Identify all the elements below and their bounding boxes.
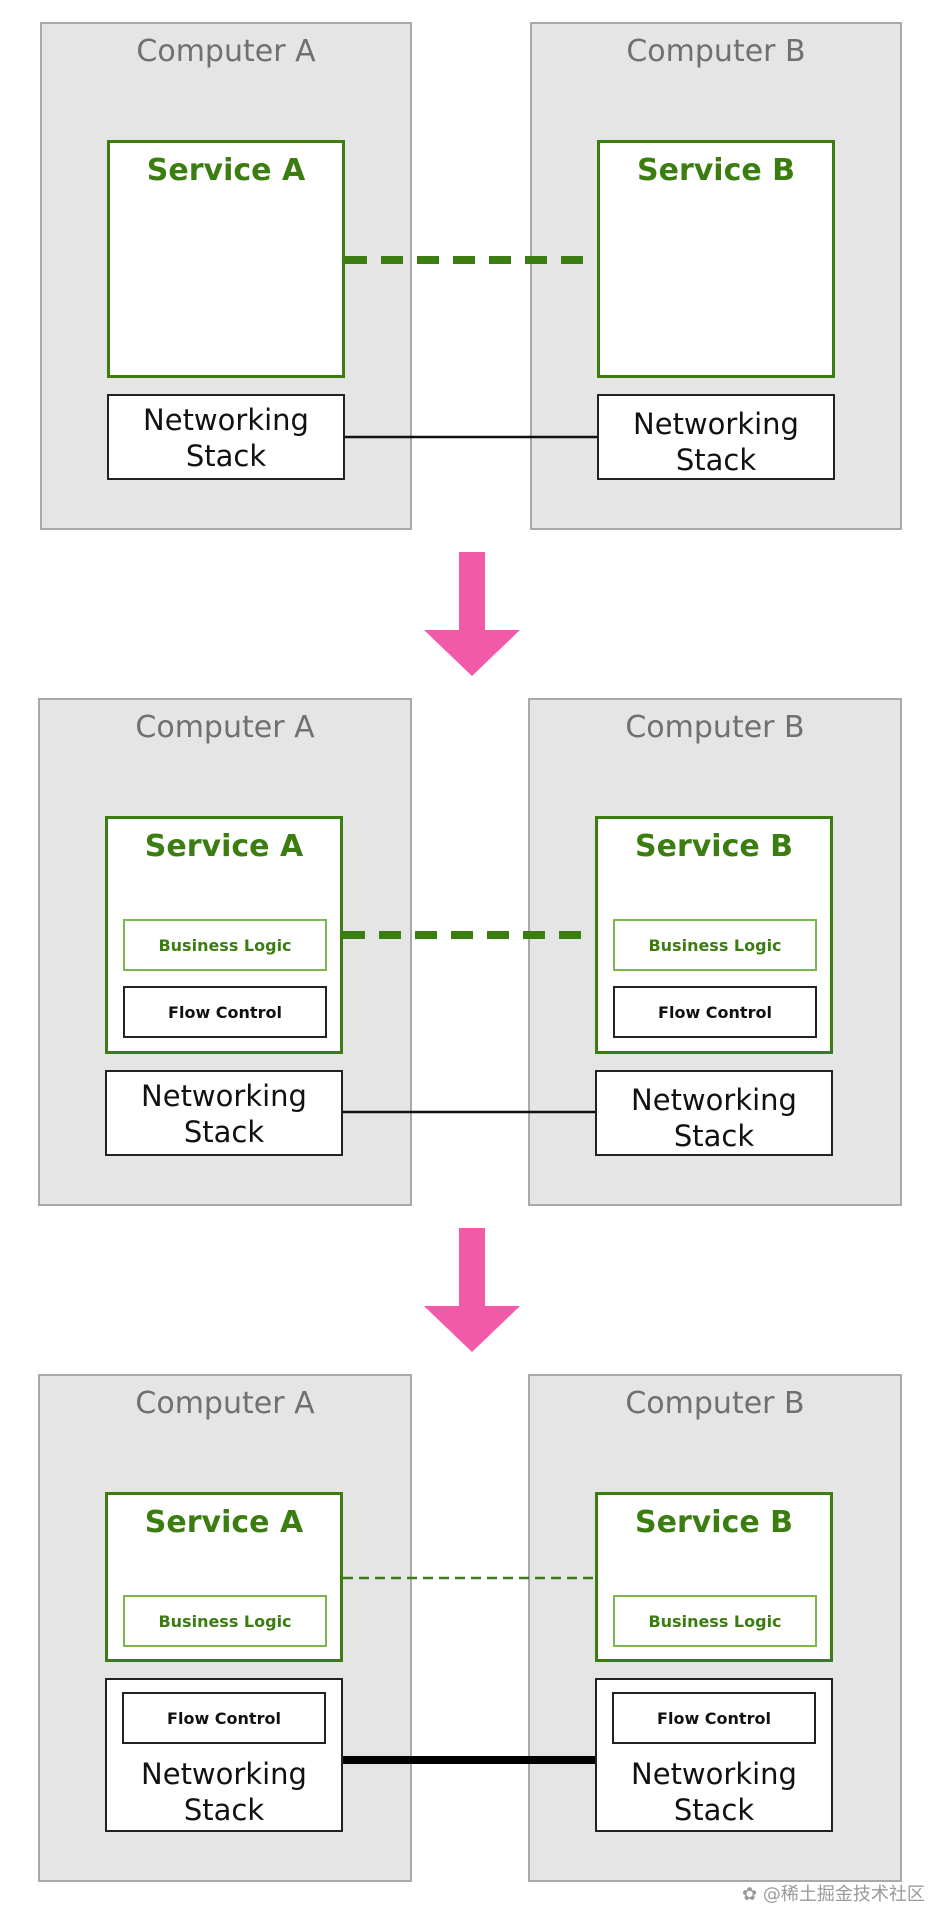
computer-b-title: Computer B — [626, 34, 806, 69]
service-b-title: Service B — [634, 829, 794, 864]
service-b-title: Service B — [636, 153, 796, 188]
service-b-box: Service B — [597, 140, 835, 378]
business-logic-box: Business Logic — [123, 919, 327, 971]
flow-control-box: Flow Control — [123, 986, 327, 1038]
computer-b-title: Computer B — [625, 710, 805, 745]
business-logic-box: Business Logic — [613, 919, 817, 971]
service-a-box: Service A Business Logic — [105, 1492, 343, 1662]
down-arrow-icon — [424, 1228, 520, 1352]
watermark-text: @稀土掘金技术社区 — [762, 1884, 925, 1905]
flow-control-box: Flow Control — [122, 1692, 326, 1744]
service-b-title: Service B — [634, 1505, 794, 1540]
service-b-box: Service B Business Logic Flow Control — [595, 816, 833, 1054]
panel3-connectors — [343, 1576, 595, 1764]
business-logic-box: Business Logic — [613, 1595, 817, 1647]
flow-control-box: Flow Control — [612, 1692, 816, 1744]
computer-a-title: Computer A — [135, 710, 315, 745]
down-arrow-icon — [424, 552, 520, 676]
business-logic-box: Business Logic — [123, 1595, 327, 1647]
flow-control-box: Flow Control — [613, 986, 817, 1038]
service-a-box: Service A — [107, 140, 345, 378]
service-b-box: Service B Business Logic — [595, 1492, 833, 1662]
service-a-box: Service A Business Logic Flow Control — [105, 816, 343, 1054]
panel1-connectors — [345, 256, 597, 439]
service-a-title: Service A — [144, 829, 304, 864]
chat-icon: ✿ — [742, 1884, 758, 1905]
computer-a-title: Computer A — [135, 1386, 315, 1421]
computer-b-title: Computer B — [625, 1386, 805, 1421]
computer-a-title: Computer A — [136, 34, 316, 69]
panel2-connectors — [343, 931, 595, 1114]
service-a-title: Service A — [146, 153, 306, 188]
watermark: ✿ @稀土掘金技术社区 — [742, 1880, 925, 1906]
service-a-title: Service A — [144, 1505, 304, 1540]
